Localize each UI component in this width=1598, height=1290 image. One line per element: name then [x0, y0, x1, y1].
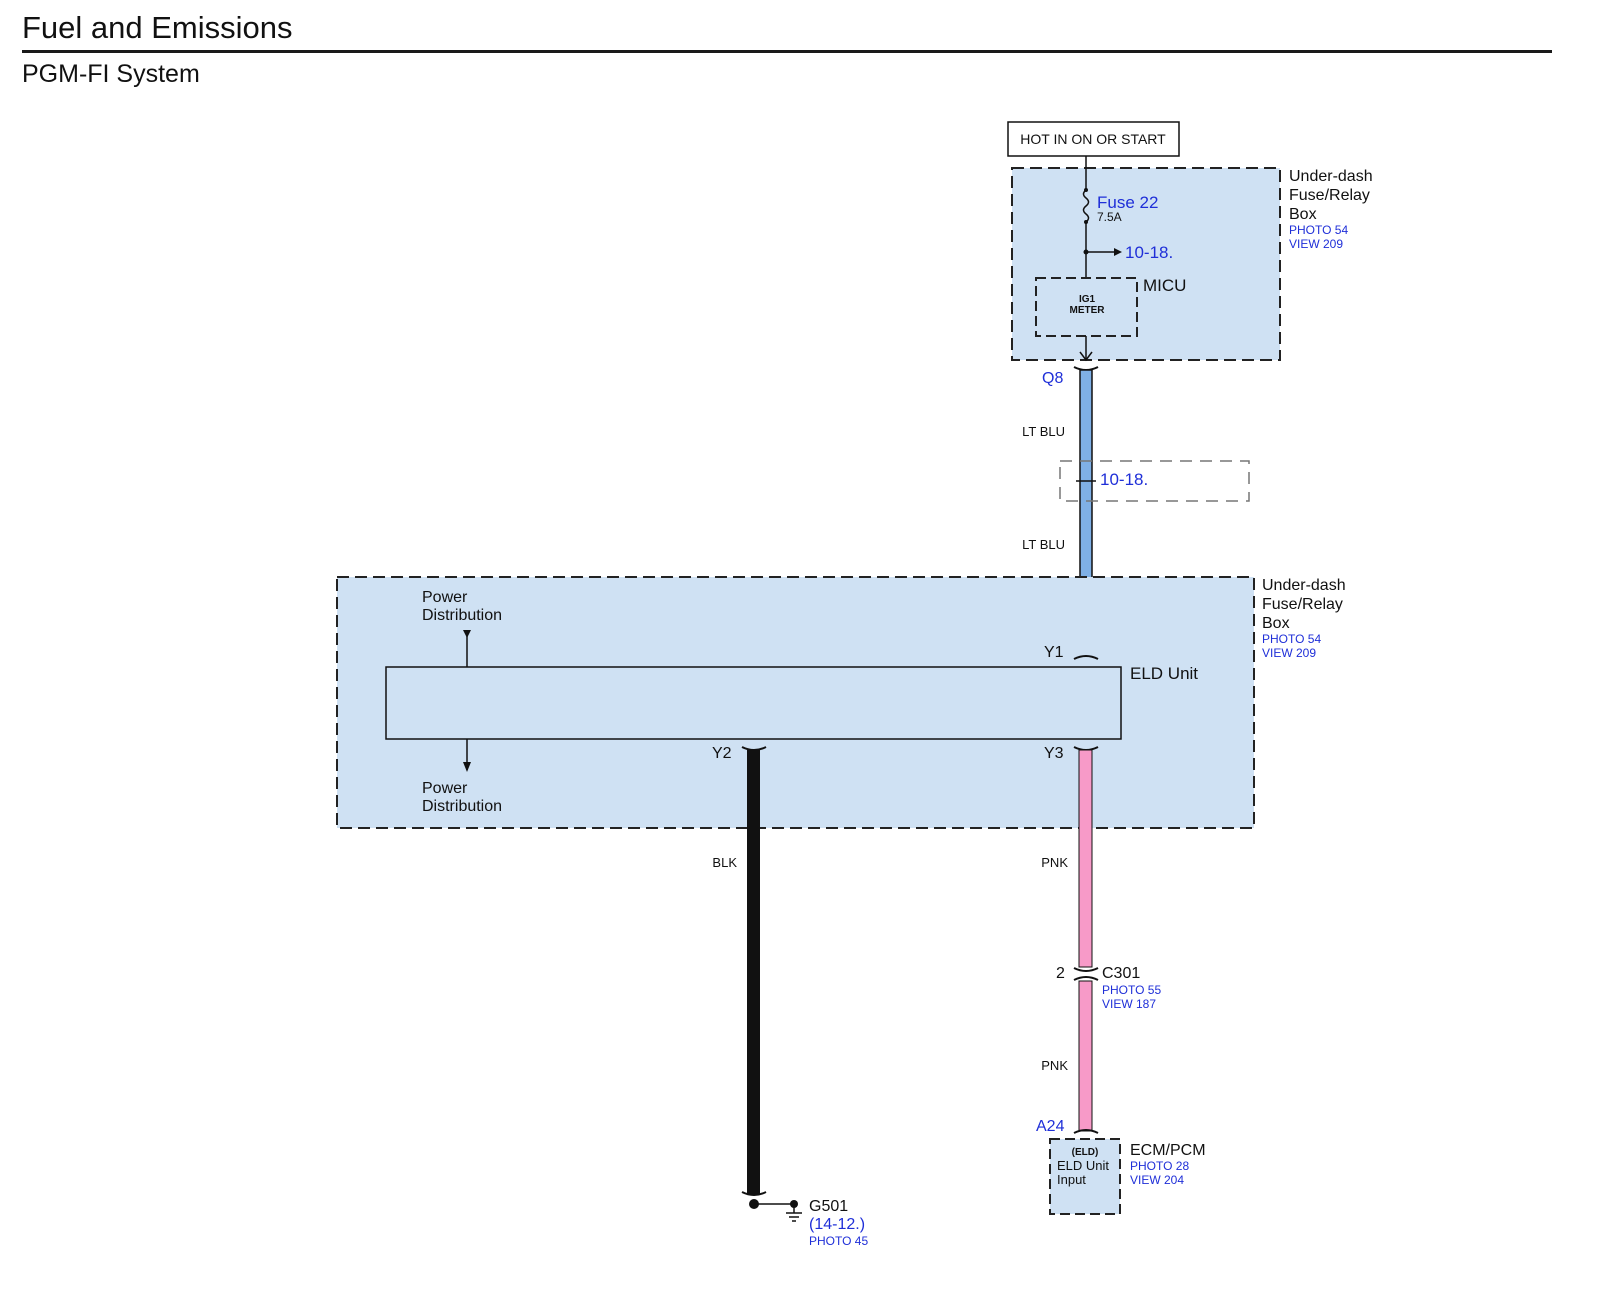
ecm-view-link[interactable]: VIEW 204 — [1130, 1173, 1184, 1187]
upper-box-name-line1: Under-dash — [1289, 168, 1373, 185]
page-subtitle: PGM-FI System — [22, 60, 200, 88]
micu-output-arrow-icon — [1079, 351, 1093, 362]
ecm-pcm-label: ECM/PCM — [1130, 1142, 1206, 1159]
micu-box — [1035, 277, 1138, 337]
ecm-photo-link[interactable]: PHOTO 28 — [1130, 1159, 1189, 1173]
power-dist-arrow-top-icon — [463, 630, 471, 638]
fuse-name[interactable]: Fuse 22 — [1097, 193, 1158, 212]
wire-pnk-lower — [1078, 980, 1093, 1132]
ecm-inner-line2: ELD Unit — [1057, 1158, 1109, 1173]
g501-connector-icon — [741, 1191, 767, 1196]
branch-arrow-icon — [1114, 248, 1122, 256]
power-dist-top-line1: Power — [422, 589, 468, 606]
upper-box-view-link[interactable]: VIEW 209 — [1289, 237, 1343, 251]
y3-label: Y3 — [1044, 745, 1064, 762]
g501-ref-link[interactable]: (14-12.) — [809, 1216, 865, 1233]
c301-connector-top-icon — [1073, 967, 1099, 972]
lower-box-name-line3: Box — [1262, 615, 1290, 632]
page-title: Fuel and Emissions — [22, 10, 293, 45]
power-dist-bottom-line1: Power — [422, 780, 468, 797]
q8-label[interactable]: Q8 — [1042, 370, 1063, 387]
eld-unit-label: ELD Unit — [1130, 664, 1198, 683]
ecm-inner-line3: Input — [1057, 1172, 1086, 1187]
c301-pin: 2 — [1056, 965, 1065, 982]
power-dist-bottom-line2: Distribution — [422, 798, 502, 815]
splice-ref-box — [1059, 460, 1250, 502]
c301-label: C301 — [1102, 965, 1140, 982]
eld-unit-box — [385, 666, 1122, 740]
wire-lt-blu-label-2: LT BLU — [1022, 537, 1065, 552]
a24-connector-icon — [1073, 1129, 1099, 1134]
c301-connector-bottom-icon — [1073, 976, 1099, 981]
upper-box-name-line3: Box — [1289, 206, 1317, 223]
hot-label-box — [1007, 121, 1180, 157]
title-rule — [22, 50, 1552, 53]
wire-blk-label: BLK — [712, 855, 737, 870]
lower-box-view-link[interactable]: VIEW 209 — [1262, 646, 1316, 660]
micu-inner-line2: METER — [1070, 305, 1106, 316]
ecm-pcm-box — [1049, 1138, 1121, 1215]
power-dist-top-line2: Distribution — [422, 607, 502, 624]
power-dist-arrow-bottom-icon — [463, 762, 471, 772]
micu-label: MICU — [1143, 276, 1186, 295]
wire-pnk-upper — [1078, 749, 1093, 968]
splice-ref-link[interactable]: 10-18. — [1100, 470, 1148, 489]
wire-pnk-label-2: PNK — [1041, 1058, 1068, 1073]
y1-connector-icon — [1073, 655, 1099, 660]
micu-inner-line1: IG1 — [1079, 294, 1096, 305]
upper-box-photo-link[interactable]: PHOTO 54 — [1289, 223, 1348, 237]
branch-ref-link[interactable]: 10-18. — [1125, 243, 1173, 262]
y2-label: Y2 — [712, 745, 732, 762]
y1-label: Y1 — [1044, 644, 1064, 661]
g501-label: G501 — [809, 1198, 848, 1215]
fuse-symbol — [1082, 189, 1090, 223]
wire-pnk-label-1: PNK — [1041, 855, 1068, 870]
wire-lt-blu-label-1: LT BLU — [1022, 424, 1065, 439]
c301-photo-link[interactable]: PHOTO 55 — [1102, 983, 1161, 997]
hot-label: HOT IN ON OR START — [1020, 131, 1166, 147]
ground-icon — [786, 1204, 802, 1222]
lower-box-photo-link[interactable]: PHOTO 54 — [1262, 632, 1321, 646]
fuse-terminal-top — [1084, 188, 1088, 192]
upper-box-name-line2: Fuse/Relay — [1289, 187, 1370, 204]
a24-label[interactable]: A24 — [1036, 1118, 1065, 1135]
wire-blk — [747, 750, 760, 1194]
lower-box-name-line1: Under-dash — [1262, 577, 1346, 594]
lower-box-name-line2: Fuse/Relay — [1262, 596, 1343, 613]
g501-photo-link[interactable]: PHOTO 45 — [809, 1234, 868, 1248]
fuse-rating: 7.5A — [1097, 210, 1122, 224]
ecm-inner-line1: (ELD) — [1072, 1147, 1099, 1158]
c301-view-link[interactable]: VIEW 187 — [1102, 997, 1156, 1011]
